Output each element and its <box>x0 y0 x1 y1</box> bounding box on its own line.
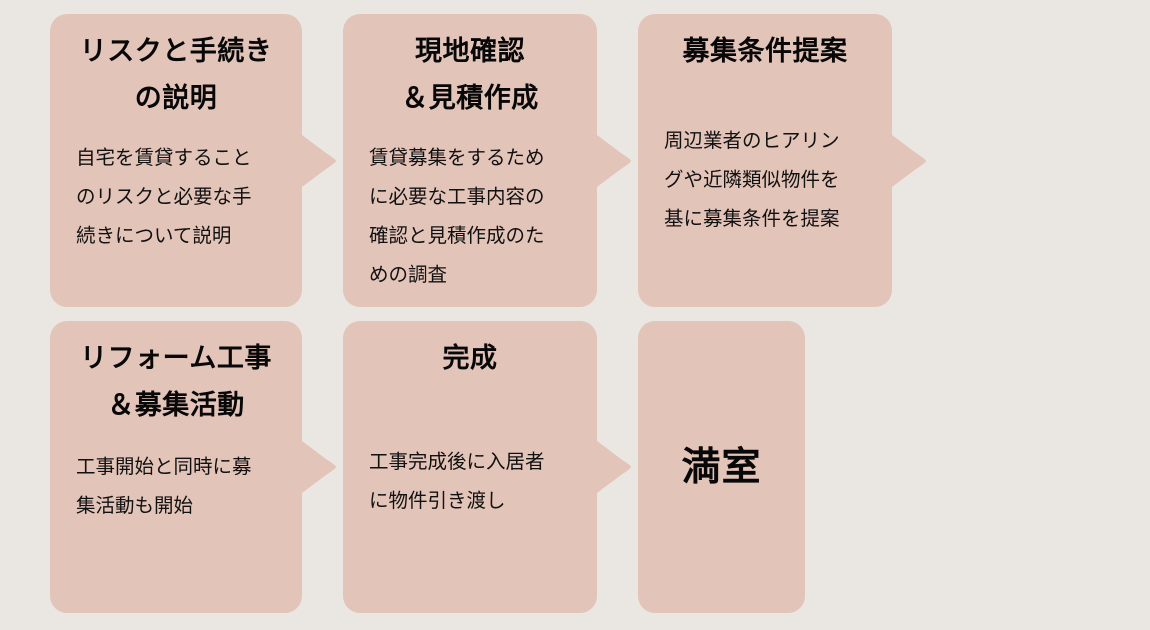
card-title-4: リフォーム工事 ＆募集活動 <box>80 343 272 421</box>
card-content-4: リフォーム工事 ＆募集活動 工事開始と同時に募 集活動も開始 <box>50 321 302 613</box>
process-step-card-2[interactable]: 現地確認 ＆見積作成 賃貸募集をするため に必要な工事内容の 確認と見積作成のた… <box>343 14 631 307</box>
card-content-5: 完成 工事完成後に入居者 に物件引き渡し <box>343 321 597 613</box>
process-step-card-5[interactable]: 完成 工事完成後に入居者 に物件引き渡し <box>343 321 631 613</box>
card-content-2: 現地確認 ＆見積作成 賃貸募集をするため に必要な工事内容の 確認と見積作成のた… <box>343 14 597 307</box>
card-description-4: 工事開始と同時に募 集活動も開始 <box>76 455 252 517</box>
card-description-3: 周辺業者のヒアリン グや近隣類似物件を 基に募集条件を提案 <box>664 129 840 230</box>
result-label: 満室 <box>681 444 762 490</box>
card-content-3: 募集条件提案 周辺業者のヒアリン グや近隣類似物件を 基に募集条件を提案 <box>638 14 892 307</box>
process-result-card[interactable]: 満室 <box>638 321 805 613</box>
card-background-2 <box>343 14 597 307</box>
process-step-card-4[interactable]: リフォーム工事 ＆募集活動 工事開始と同時に募 集活動も開始 <box>50 321 336 613</box>
card-content-1: リスクと手続き の説明 自宅を賃貸すること のリスクと必要な手 続きについて説明 <box>50 14 302 307</box>
card-background-5 <box>343 321 597 613</box>
card-title-2: 現地確認 ＆見積作成 <box>401 36 539 114</box>
card-description-2: 賃貸募集をするため に必要な工事内容の 確認と見積作成のた めの調査 <box>369 146 545 286</box>
card-background-4 <box>50 321 302 613</box>
arrow-right-icon-1 <box>300 132 338 190</box>
arrow-right-icon-4 <box>300 438 338 496</box>
card-title-1: リスクと手続き の説明 <box>79 36 273 114</box>
arrow-right-icon-2 <box>595 132 633 190</box>
process-step-card-1[interactable]: リスクと手続き の説明 自宅を賃貸すること のリスクと必要な手 続きについて説明 <box>50 14 336 307</box>
card-title-5: 完成 <box>442 343 498 374</box>
arrow-right-icon-5 <box>595 438 633 496</box>
card-background-6 <box>638 321 805 613</box>
card-title-3: 募集条件提案 <box>682 36 848 67</box>
process-step-card-3[interactable]: 募集条件提案 周辺業者のヒアリン グや近隣類似物件を 基に募集条件を提案 <box>638 14 926 307</box>
card-description-5: 工事完成後に入居者 に物件引き渡し <box>369 450 545 512</box>
arrow-right-icon-3 <box>890 132 928 190</box>
card-background-1 <box>50 14 302 307</box>
card-description-1: 自宅を賃貸すること のリスクと必要な手 続きについて説明 <box>76 146 252 247</box>
card-background-3 <box>638 14 892 307</box>
card-content-6: 満室 <box>638 321 805 613</box>
